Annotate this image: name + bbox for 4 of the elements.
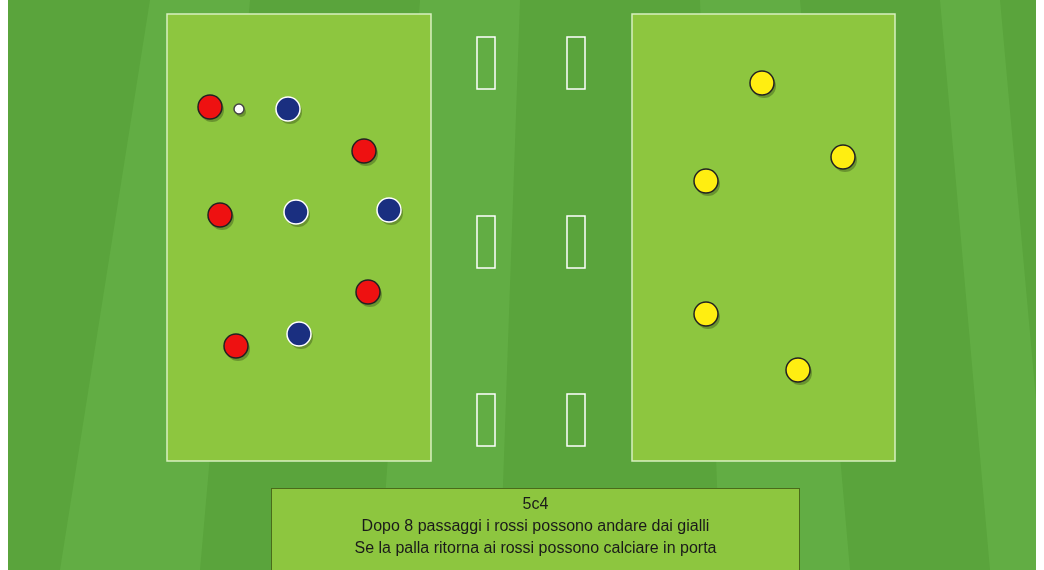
heading: 5c4 xyxy=(521,494,550,514)
instruction-text: Se la palla ritorna ai rossi possono calciare in porta xyxy=(353,538,718,558)
instruction-box xyxy=(271,488,800,570)
instruction-text: Dopo 8 passaggi i rossi possono andare dai gialli xyxy=(360,516,711,536)
